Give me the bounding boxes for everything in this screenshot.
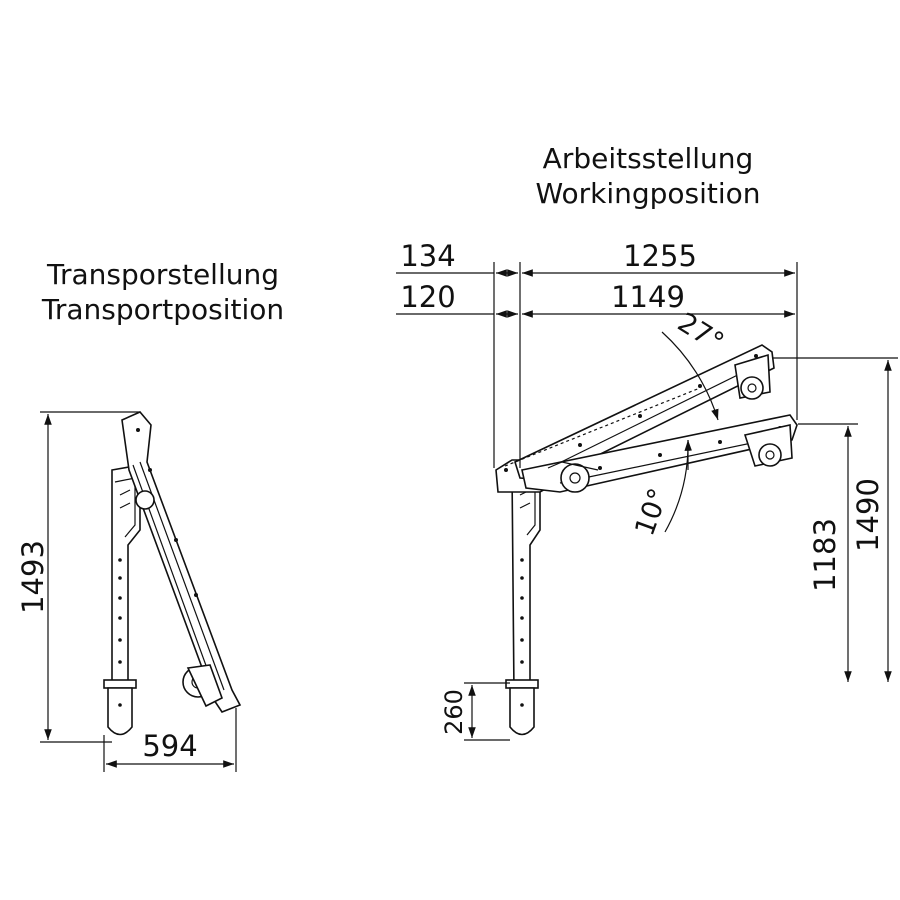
height-upper-arm-label: 1490 [851, 478, 885, 552]
transport-view: Transporstellung Transportposition [16, 258, 284, 772]
working-boom-upper [514, 344, 775, 481]
transport-boom [121, 411, 242, 713]
working-pulley-pivot [547, 461, 599, 493]
dim-socket-depth: 260 [440, 682, 510, 741]
dim-working-reach: 1255 1149 [522, 239, 798, 420]
height-lower-arm-label: 1183 [808, 518, 842, 592]
reach-lower-label: 1149 [611, 280, 685, 314]
reach-upper-label: 1255 [623, 239, 697, 273]
working-pulley-upper [734, 353, 771, 400]
dim-working-offsets: 134 120 [396, 239, 521, 468]
offset-lower-label: 120 [400, 280, 455, 314]
socket-depth-label: 260 [440, 689, 468, 735]
offset-upper-label: 134 [400, 239, 455, 273]
working-pulley-lower [743, 424, 793, 467]
working-title-line1: Arbeitsstellung [543, 142, 754, 175]
dim-transport-width: 594 [103, 708, 237, 772]
transport-width-label: 594 [142, 729, 197, 763]
dim-working-height-upper: 1490 [772, 357, 898, 682]
transport-title-line2: Transportposition [41, 293, 284, 326]
transport-socket [103, 679, 137, 736]
dim-transport-height: 1493 [16, 411, 140, 743]
transport-height-label: 1493 [16, 540, 50, 614]
transport-title-line1: Transporstellung [46, 258, 279, 291]
working-mast [511, 464, 541, 696]
angle-lower-label: 10° [629, 484, 674, 540]
transport-pulley [135, 490, 223, 708]
working-title-line2: Workingposition [535, 177, 760, 210]
dim-working-height-lower: 1183 [798, 423, 858, 682]
working-socket [505, 679, 539, 736]
working-view: Arbeitsstellung Workingposition [396, 142, 898, 741]
